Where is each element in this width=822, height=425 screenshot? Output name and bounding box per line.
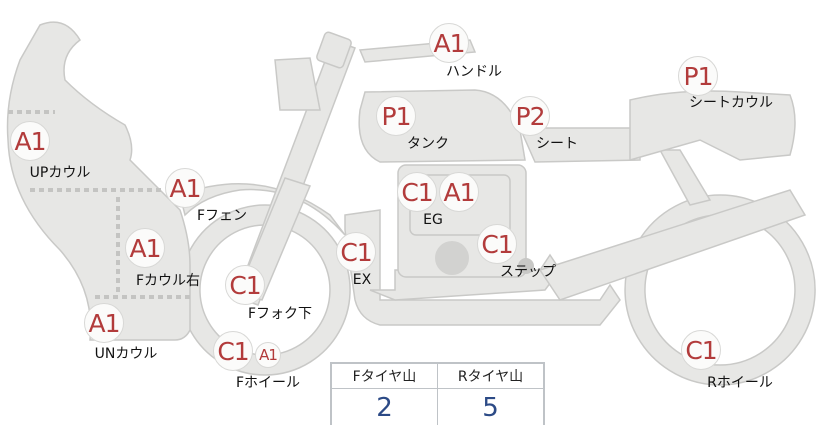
condition-badge: A1 [429, 23, 469, 63]
swing-arm [538, 189, 807, 301]
condition-badge: A1 [165, 168, 205, 208]
condition-badge: C1 [336, 232, 376, 272]
condition-badge: C1 [397, 172, 437, 212]
condition-badge-secondary: A1 [255, 342, 281, 368]
part-label: UNカウル [94, 346, 158, 362]
rear-tire-header: Rタイヤ山 [437, 362, 545, 389]
frame-lower [344, 209, 621, 326]
headlight [274, 57, 321, 111]
seat [518, 127, 641, 163]
part-label: ステップ [500, 264, 556, 280]
seat-cowl [629, 90, 796, 161]
condition-badge: C1 [681, 330, 721, 370]
part-label: EX [352, 272, 372, 288]
front-fender [179, 183, 346, 236]
condition-badge: C1 [225, 265, 265, 305]
condition-badge: P1 [678, 56, 718, 96]
part-label: Fフェン [196, 208, 248, 224]
part-label: Fホイール [235, 375, 301, 391]
rear-tire-value: 5 [437, 388, 545, 425]
part-label: Rホイール [707, 375, 773, 391]
condition-badge: A1 [10, 121, 50, 161]
part-label: シートカウル [689, 95, 773, 111]
condition-badge: A1 [125, 228, 165, 268]
front-tire-header: Fタイヤ山 [330, 362, 438, 389]
part-label: ハンドル [446, 64, 502, 80]
part-label: Fフォク下 [247, 306, 313, 322]
part-label: UPカウル [29, 165, 91, 181]
part-label: EG [423, 212, 443, 228]
condition-badge-secondary: A1 [439, 172, 479, 212]
part-label: タンク [407, 136, 449, 152]
condition-badge: A1 [84, 303, 124, 343]
condition-badge: P1 [376, 96, 416, 136]
condition-badge: C1 [477, 224, 517, 264]
part-label: Fカウル右 [135, 273, 201, 289]
front-tire-value: 2 [330, 388, 438, 425]
condition-badge: P2 [510, 96, 550, 136]
condition-badge: C1 [213, 331, 253, 371]
part-label: シート [536, 136, 578, 152]
tire-tread-table: Fタイヤ山 Rタイヤ山 2 5 [330, 362, 545, 425]
